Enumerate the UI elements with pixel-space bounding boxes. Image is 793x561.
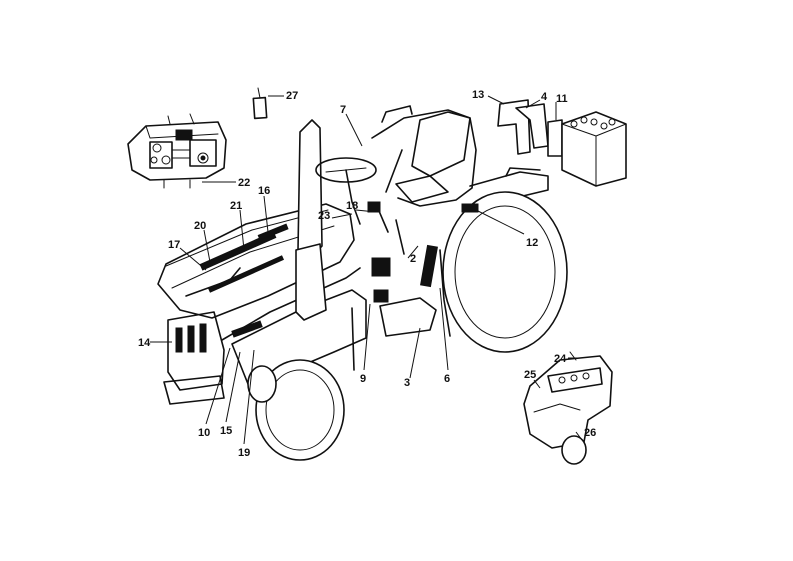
callout-3: 3 xyxy=(404,377,410,389)
battery-group xyxy=(497,99,627,187)
callout-22: 22 xyxy=(238,177,250,189)
callout-21: 21 xyxy=(230,200,242,212)
callout-23: 23 xyxy=(318,210,330,222)
callout-2: 2 xyxy=(410,253,416,265)
callout-27: 27 xyxy=(286,90,298,102)
callout-17: 17 xyxy=(168,239,180,251)
callout-18: 18 xyxy=(346,200,358,212)
engine-inset xyxy=(523,351,613,465)
part-27-tag xyxy=(252,87,268,120)
callout-19: 19 xyxy=(238,447,250,459)
callout-20: 20 xyxy=(194,220,206,232)
callout-6: 6 xyxy=(444,373,450,385)
callout-10: 10 xyxy=(198,427,210,439)
callout-14: 14 xyxy=(138,337,151,349)
callout-labels: 27 7 13 4 11 22 16 21 20 17 18 23 12 2 1… xyxy=(138,89,596,459)
callout-15: 15 xyxy=(220,425,232,437)
callout-11: 11 xyxy=(556,93,568,105)
callout-12: 12 xyxy=(526,237,538,249)
callout-leaders xyxy=(150,95,583,445)
tractor-illustration xyxy=(157,105,568,461)
callout-26: 26 xyxy=(584,427,596,439)
instrument-panel-inset xyxy=(127,113,227,189)
callout-16: 16 xyxy=(258,185,270,197)
callout-7: 7 xyxy=(340,104,346,116)
callout-13: 13 xyxy=(472,89,484,101)
callout-24: 24 xyxy=(554,353,567,365)
callout-25: 25 xyxy=(524,369,536,381)
callout-4: 4 xyxy=(541,91,548,103)
callout-9: 9 xyxy=(360,373,366,385)
